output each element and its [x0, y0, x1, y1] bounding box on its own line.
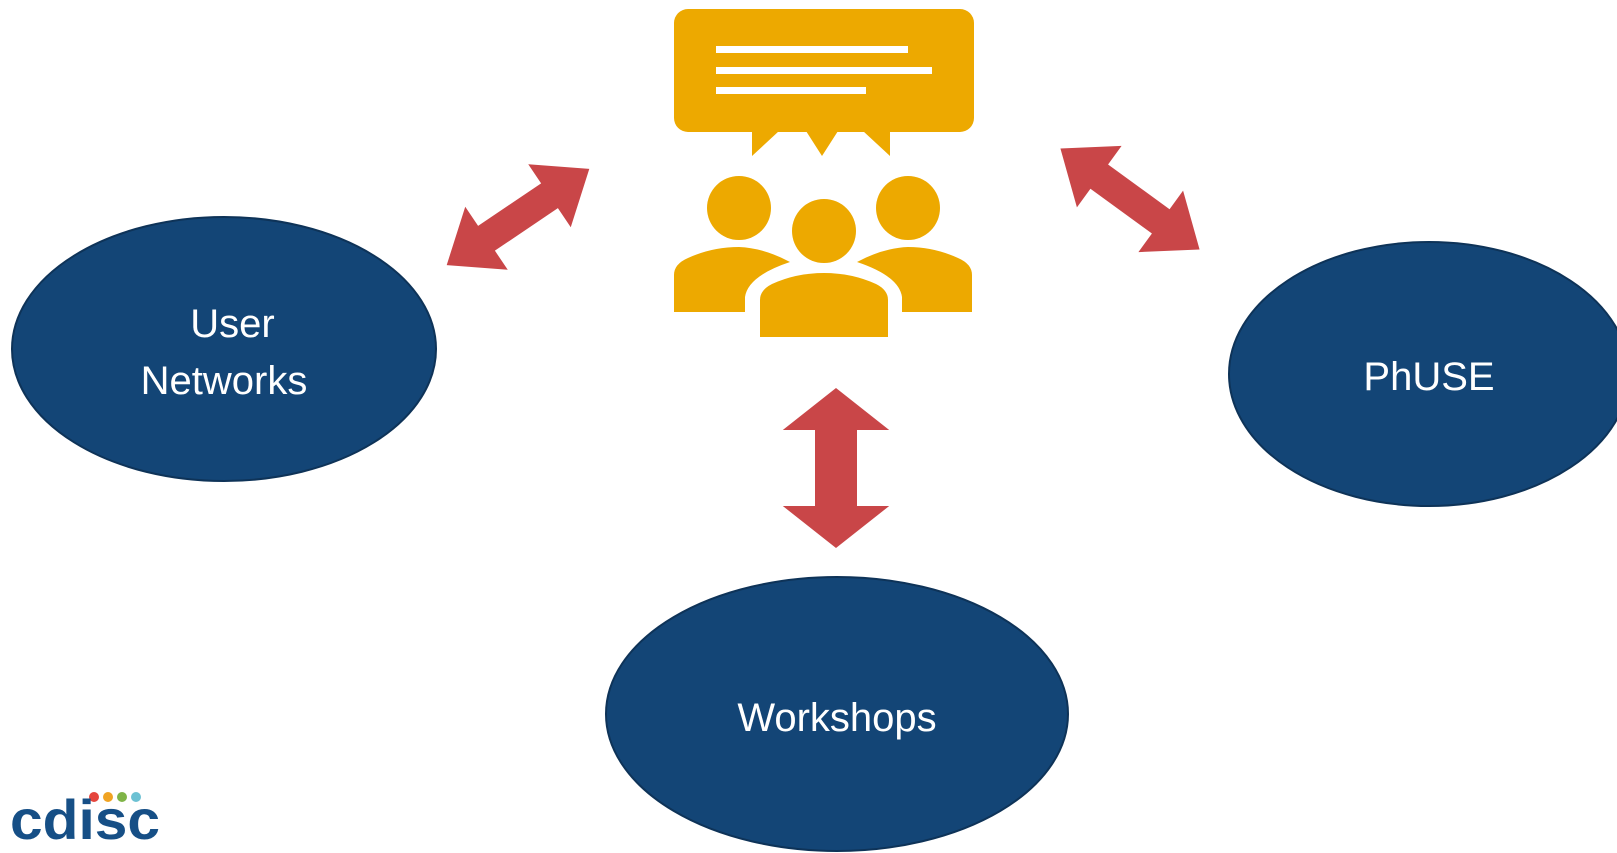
- double-arrow-phuse: [1060, 145, 1200, 253]
- node-label-line1: User: [190, 302, 274, 346]
- speech-bubble-tails: [752, 131, 890, 156]
- node-ellipse: [11, 216, 437, 482]
- node-label: User Networks: [141, 302, 308, 403]
- double-arrow-workshops: [782, 388, 890, 548]
- node-ellipse: [605, 576, 1069, 852]
- node-label-line2: Networks: [141, 359, 308, 403]
- people-group-icon: [674, 176, 972, 337]
- node-ellipse: [1228, 241, 1617, 507]
- node-label: Workshops: [737, 696, 936, 740]
- community-discussion-icon: [674, 9, 974, 337]
- node-label: PhUSE: [1363, 355, 1494, 399]
- bubble-text-lines: [716, 46, 932, 94]
- double-arrow-user-networks: [446, 164, 590, 270]
- logo-text: cdisc: [10, 788, 160, 851]
- node-phuse: PhUSE: [1228, 241, 1617, 507]
- node-user-networks: User Networks: [11, 216, 437, 482]
- cdisc-logo: cdisc: [10, 788, 160, 851]
- logo-dots: [89, 792, 141, 802]
- node-workshops: Workshops: [605, 576, 1069, 852]
